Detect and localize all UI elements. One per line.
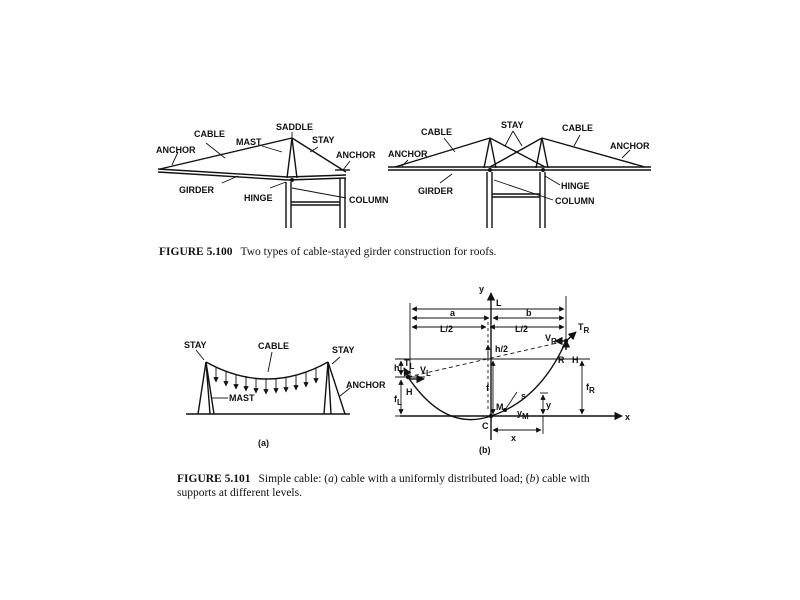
label-VL: VL <box>420 365 431 378</box>
label-x: x <box>511 433 516 443</box>
label-half-left: L/2 <box>440 324 453 334</box>
label-TR: TR <box>578 322 590 335</box>
column-right <box>539 172 546 228</box>
label-anchor: ANCHOR <box>388 149 428 159</box>
label-stay: STAY <box>501 120 524 130</box>
label-hinge: HINGE <box>244 193 273 203</box>
stay-a <box>489 137 546 168</box>
cable-left <box>394 137 491 168</box>
mast-right <box>323 361 332 415</box>
hinge-point <box>290 178 294 182</box>
girder-right-beam <box>388 166 651 171</box>
stay-b <box>489 137 543 168</box>
label-R: R <box>558 355 565 365</box>
label-girder: GIRDER <box>418 186 454 196</box>
label-y: y <box>546 400 551 410</box>
subfigure-a-label: (a) <box>258 438 269 448</box>
label-fR: fR <box>586 382 595 395</box>
label-hinge: HINGE <box>561 181 590 191</box>
label-VR: VR <box>545 333 557 346</box>
point-R <box>563 338 569 344</box>
label-h: h <box>394 363 400 373</box>
label-stay: STAY <box>184 340 207 350</box>
stay <box>291 137 347 173</box>
label-M: M <box>496 402 504 412</box>
cable-curve <box>407 340 567 421</box>
girder-left-beam <box>157 168 289 178</box>
label-fL: fL <box>394 394 402 407</box>
label-yM: yM <box>517 408 529 421</box>
label-column: COLUMN <box>555 196 595 206</box>
label-L: L <box>496 298 502 308</box>
label-b: b <box>526 308 532 318</box>
caption-fig101-line2: supports at different levels. <box>177 487 302 499</box>
label-anchor: ANCHOR <box>610 141 650 151</box>
label-s: s <box>521 391 526 401</box>
axis-label-x: x <box>625 412 630 422</box>
mast-left <box>483 137 497 169</box>
subfigure-b-label: (b) <box>479 445 491 455</box>
mast <box>286 137 298 179</box>
stay-left <box>197 361 207 415</box>
label-anchor: ANCHOR <box>156 145 196 155</box>
point-L <box>405 374 411 380</box>
label-anchor: ANCHOR <box>336 150 376 160</box>
fig101a-diagram <box>186 349 351 415</box>
label-cable: CABLE <box>194 129 225 139</box>
column-left <box>285 182 292 228</box>
cable-left <box>159 137 293 170</box>
label-mast: MAST <box>229 393 255 403</box>
label-TL: TL <box>404 358 415 371</box>
label-mast: MAST <box>236 137 262 147</box>
label-anchor: ANCHOR <box>346 380 386 390</box>
cable-sag <box>205 361 329 380</box>
label-column: COLUMN <box>349 195 389 205</box>
label-cable: CABLE <box>562 123 593 133</box>
label-stay: STAY <box>332 345 355 355</box>
load-arrows <box>213 367 319 395</box>
fig101b-diagram <box>395 292 623 440</box>
axis-label-y: y <box>479 284 484 294</box>
point-C <box>488 413 494 419</box>
mast-left <box>205 361 215 415</box>
label-cable: CABLE <box>258 341 289 351</box>
label-a: a <box>450 308 456 318</box>
column-right <box>339 178 346 228</box>
chord-line <box>407 340 567 378</box>
label-C: C <box>482 421 489 431</box>
label-saddle: SADDLE <box>276 122 313 132</box>
stay-right <box>327 361 346 415</box>
label-f: f <box>486 383 490 393</box>
label-H-right: H <box>572 355 579 365</box>
cable-right <box>541 137 646 168</box>
label-H-left: H <box>406 387 413 397</box>
label-h-half: h/2 <box>495 344 508 354</box>
label-girder: GIRDER <box>179 185 215 195</box>
label-cable: CABLE <box>421 127 452 137</box>
fig100-left-diagram <box>157 132 351 228</box>
fig100-right-diagram <box>388 130 651 228</box>
label-stay: STAY <box>312 135 335 145</box>
column-left <box>486 172 493 228</box>
label-half-right: L/2 <box>515 324 528 334</box>
